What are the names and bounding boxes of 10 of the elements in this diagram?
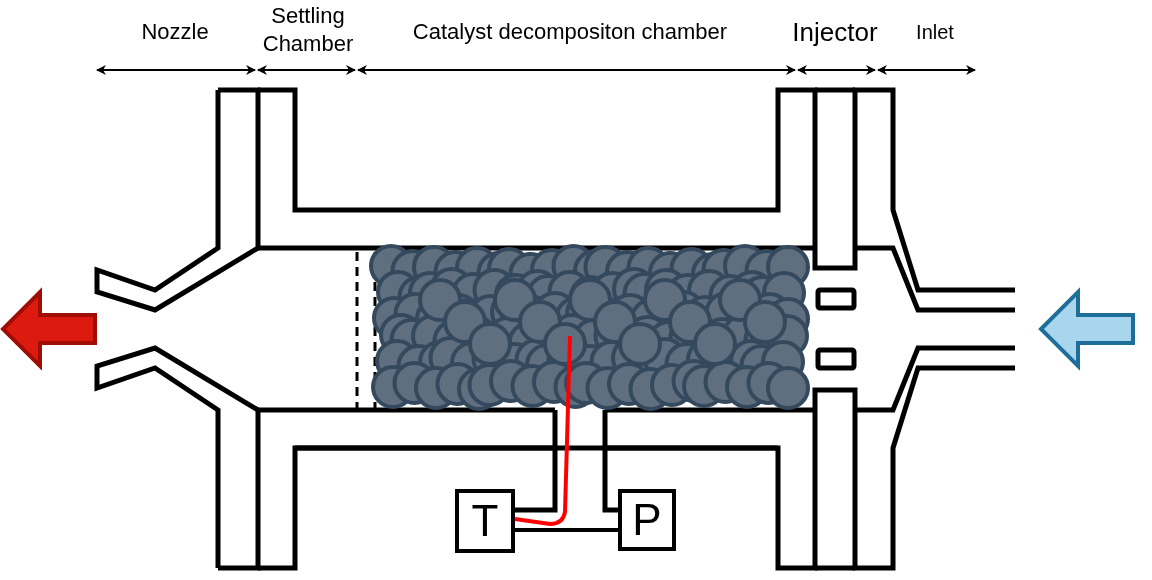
catalyst-pellets-drawing	[369, 244, 810, 411]
section-label: Catalyst decompositon chamber	[411, 18, 729, 46]
pipe-line	[515, 528, 620, 532]
section-label: Injector	[791, 16, 879, 49]
sensor-box: T	[455, 489, 515, 553]
sensor-box: P	[618, 489, 676, 551]
thermocouple-wire	[514, 335, 572, 526]
section-label: Nozzle	[140, 18, 210, 46]
section-label: Inlet	[915, 20, 955, 45]
section-label: Settling Chamber	[261, 2, 355, 57]
